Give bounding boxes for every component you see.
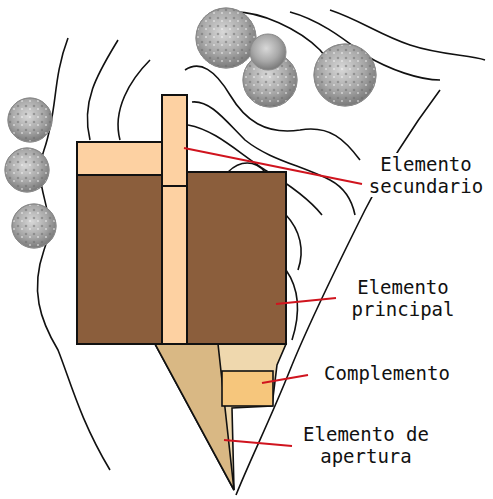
callout-label: Complemento	[310, 362, 464, 384]
callout-label: Elemento secundario	[363, 153, 489, 197]
strip-joint	[162, 185, 187, 187]
secondary-strip	[162, 95, 187, 344]
secondary-band	[77, 142, 163, 175]
callout-label: Elemento de apertura	[294, 423, 438, 467]
terrace-area	[155, 344, 286, 490]
callout-label: Elemento principal	[340, 276, 466, 320]
complement-box	[222, 371, 273, 406]
opening-wedge	[155, 344, 234, 490]
leader-lines	[184, 148, 362, 446]
contour-lines	[37, 10, 485, 495]
